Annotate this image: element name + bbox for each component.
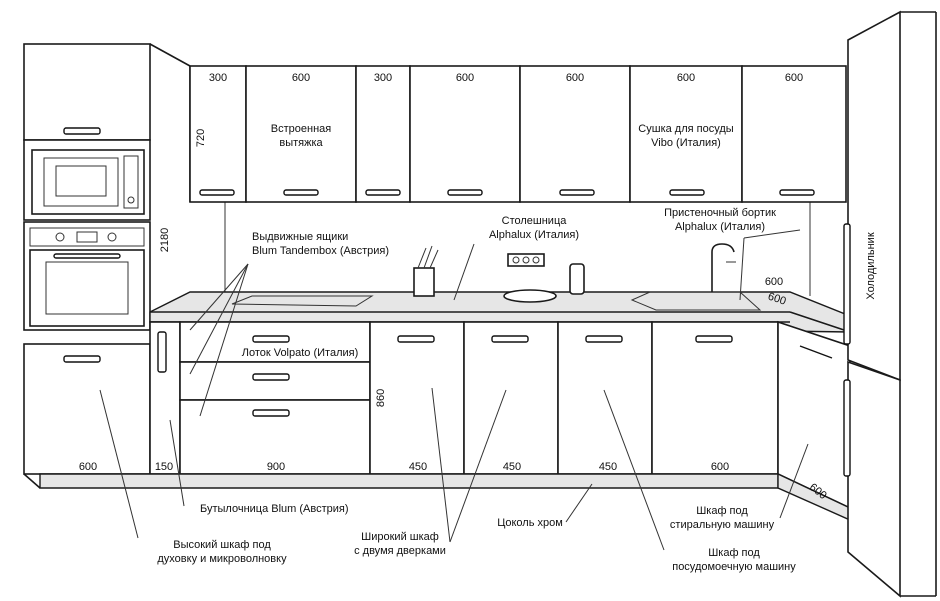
dim-upper-1: 300 — [209, 72, 227, 84]
dim-upper-height: 720 — [195, 129, 207, 147]
callouts: Встроенная вытяжка Сушка для посуды Vibo… — [157, 123, 877, 573]
leader-lines — [99, 229, 809, 551]
dim-base-height: 860 — [375, 389, 387, 407]
dim-base-5: 450 — [503, 461, 521, 473]
label-backsplash-line1: Пристеночный бортик — [664, 207, 776, 219]
fridge — [843, 10, 937, 598]
dim-upper-7: 600 — [785, 72, 803, 84]
label-dryer-line1: Сушка для посуды — [638, 123, 733, 135]
plinth — [39, 473, 779, 489]
dim-tall-height: 2180 — [159, 228, 171, 252]
dim-upper-6: 600 — [677, 72, 695, 84]
oven-handle — [53, 253, 121, 259]
label-backsplash-line2: Alphalux (Италия) — [675, 221, 765, 233]
dim-base-1: 600 — [79, 461, 97, 473]
upper-cabinets — [189, 65, 847, 203]
dim-upper-3: 300 — [374, 72, 392, 84]
upper-cabinet-5 — [519, 65, 631, 203]
label-tall-line2: духовку и микроволновку — [157, 553, 287, 565]
label-drawers-line1: Выдвижные ящики — [252, 231, 348, 243]
dim-corner-depth: 600 — [766, 291, 787, 308]
tall-top-handle — [63, 127, 101, 135]
upper-cabinet-1 — [189, 65, 247, 203]
base-cabinets — [39, 320, 851, 522]
paper-towel — [569, 263, 585, 295]
dim-base-4: 450 — [409, 461, 427, 473]
label-dishwasher-line2: посудомоечную машину — [672, 561, 796, 573]
oven-window — [45, 261, 129, 315]
dim-upper-5: 600 — [566, 72, 584, 84]
label-hood-line1: Встроенная — [271, 123, 331, 135]
dishwasher-cabinet — [557, 321, 653, 475]
microwave — [31, 149, 145, 215]
countertop — [149, 243, 851, 333]
label-hood-line2: вытяжка — [279, 137, 323, 149]
upper-cabinet-7 — [741, 65, 847, 203]
label-washer-line1: Шкаф под — [696, 505, 748, 517]
label-bottle: Бутылочница Blum (Австрия) — [200, 503, 349, 515]
oven-control-panel — [29, 227, 145, 247]
knife-block — [413, 267, 435, 297]
dim-upper-2: 600 — [292, 72, 310, 84]
base-cabinet-600 — [651, 321, 779, 475]
label-worktop-line2: Alphalux (Италия) — [489, 229, 579, 241]
label-tray: Лоток Volpato (Италия) — [242, 347, 359, 359]
label-wide-line2: с двумя дверками — [354, 545, 446, 557]
tall-bottom-handle — [63, 355, 101, 363]
dim-corner-top: 600 — [765, 276, 783, 288]
upper-cabinet-4 — [409, 65, 521, 203]
faucet — [711, 243, 735, 292]
label-dryer-line2: Vibo (Италия) — [651, 137, 721, 149]
label-dishwasher-line1: Шкаф под — [708, 547, 760, 559]
label-fridge: Холодильник — [865, 232, 877, 299]
label-wide-line1: Широкий шкаф — [361, 531, 439, 543]
upper-cabinet-3 — [355, 65, 411, 203]
label-washer-line2: стиральную машину — [670, 519, 775, 531]
label-worktop-line1: Столешница — [502, 215, 568, 227]
oven-knob-right — [107, 232, 117, 242]
dim-base-3: 900 — [267, 461, 285, 473]
plate — [503, 289, 557, 303]
microwave-knob — [127, 196, 135, 204]
oven-display — [76, 231, 98, 243]
tall-column — [23, 43, 151, 489]
dim-base-7: 600 — [711, 461, 729, 473]
microwave-window — [43, 157, 119, 207]
tall-top-cabinet — [23, 43, 151, 141]
sink — [630, 291, 762, 311]
label-drawers-line2: Blum Tandembox (Австрия) — [252, 245, 389, 257]
dim-upper-4: 600 — [456, 72, 474, 84]
oven-knob-left — [55, 232, 65, 242]
dim-base-6: 450 — [599, 461, 617, 473]
label-plinth: Цоколь хром — [497, 517, 563, 529]
microwave-panel — [123, 155, 139, 209]
dimensions: 300 600 300 600 600 600 600 720 2180 860… — [79, 72, 829, 502]
upper-cabinet-dryer — [629, 65, 743, 203]
hob — [231, 295, 374, 307]
upper-cabinet-hood — [245, 65, 357, 203]
dim-base-2: 150 — [155, 461, 173, 473]
drawer-2 — [179, 361, 371, 401]
base-cabinet-left-door — [369, 321, 465, 475]
oven — [29, 249, 145, 327]
tall-bottom-cabinet — [23, 343, 151, 475]
label-tall-line1: Высокий шкаф под — [173, 539, 271, 551]
base-cabinet-right-door — [463, 321, 559, 475]
microwave-glass — [55, 165, 107, 197]
